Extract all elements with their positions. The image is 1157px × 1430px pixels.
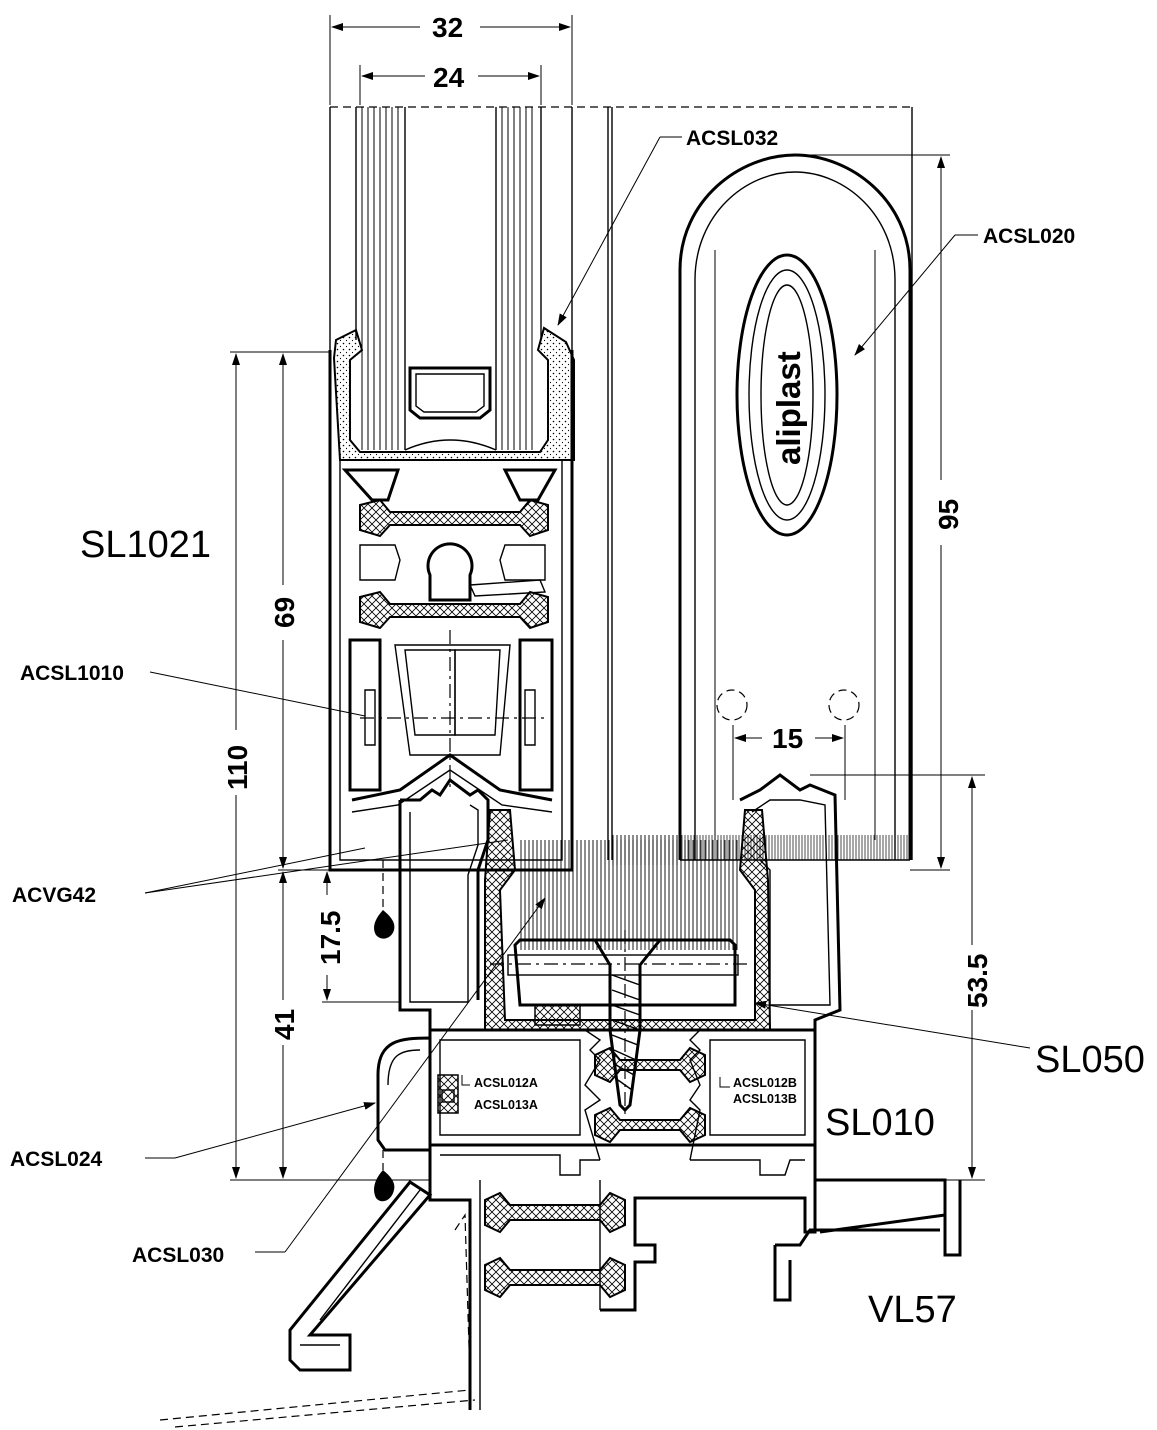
label-acsl024: ACSL024 xyxy=(10,1148,103,1171)
bottom-frame-vl57 xyxy=(159,1036,962,1428)
dim-32: 32 xyxy=(432,12,463,43)
label-acsl1010: ACSL1010 xyxy=(20,662,124,685)
label-acvg42: ACVG42 xyxy=(12,884,96,907)
dim-24: 24 xyxy=(433,62,465,93)
leader-lines xyxy=(144,136,1031,1253)
label-sl050: SL050 xyxy=(1035,1039,1145,1081)
label-vl57: VL57 xyxy=(868,1289,957,1331)
label-acsl020: ACSL020 xyxy=(983,225,1075,248)
dim-95: 95 xyxy=(933,499,964,530)
brand-logo-text: aliplast xyxy=(770,351,807,465)
label-sl1021: SL1021 xyxy=(80,524,211,566)
glazing-gasket xyxy=(332,326,575,461)
dim-15: 15 xyxy=(772,723,803,754)
label-acsl012a: ACSL012A xyxy=(474,1076,538,1090)
label-acsl012b: ACSL012B xyxy=(733,1076,797,1090)
dim-110: 110 xyxy=(222,745,253,790)
frame-profile xyxy=(398,773,842,1180)
label-acsl013a: ACSL013A xyxy=(474,1098,538,1112)
label-acsl013b: ACSL013B xyxy=(733,1092,797,1106)
dimensions xyxy=(230,15,985,1181)
dim-69: 69 xyxy=(269,597,300,628)
label-acsl032: ACSL032 xyxy=(686,127,778,150)
label-sl010: SL010 xyxy=(825,1102,935,1144)
glass-panel xyxy=(329,106,913,860)
dim-41: 41 xyxy=(269,1009,300,1040)
dim-17-5: 17.5 xyxy=(315,911,346,966)
label-acsl030: ACSL030 xyxy=(132,1244,224,1267)
handle xyxy=(678,153,912,861)
dim-53-5: 53.5 xyxy=(962,954,993,1009)
sash-profile xyxy=(328,350,574,939)
